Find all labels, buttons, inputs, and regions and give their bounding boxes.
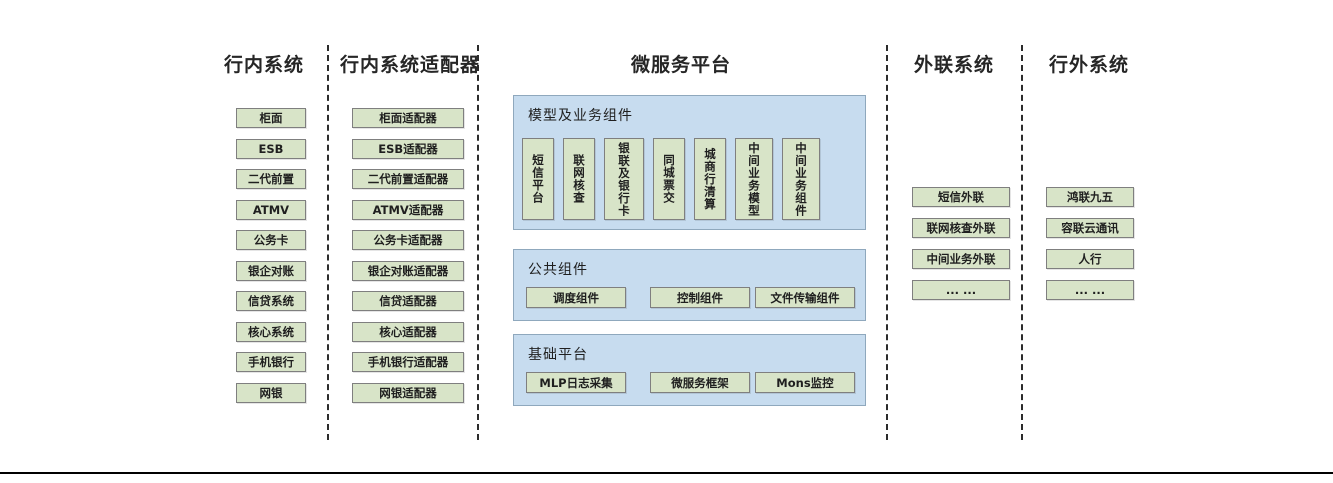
panel-title-model-business-components: 模型及业务组件	[528, 108, 633, 124]
node-in-bank-systems-2[interactable]: 二代前置	[236, 169, 306, 189]
node-in-bank-systems-9[interactable]: 网银	[236, 383, 306, 403]
node-external-liaison-systems-1[interactable]: 联网核查外联	[912, 218, 1010, 238]
panel-base-platform: 基础平台	[513, 334, 866, 406]
node-in-bank-systems-8[interactable]: 手机银行	[236, 352, 306, 372]
node-public-components-2[interactable]: 文件传输组件	[755, 287, 855, 308]
node-in-bank-systems-0[interactable]: 柜面	[236, 108, 306, 128]
column-divider-2	[477, 45, 479, 440]
column-title-off-bank-systems: 行外系统	[1048, 54, 1129, 76]
node-model-business-components-0[interactable]: 短信平台	[522, 138, 554, 220]
node-in-bank-systems-3[interactable]: ATMV	[236, 200, 306, 220]
node-off-bank-systems-0[interactable]: 鸿联九五	[1046, 187, 1134, 207]
node-external-liaison-systems-3[interactable]: ... ...	[912, 280, 1010, 300]
node-in-bank-adapters-5[interactable]: 银企对账适配器	[352, 261, 464, 281]
column-divider-1	[327, 45, 329, 440]
panel-title-base-platform: 基础平台	[528, 347, 588, 363]
node-in-bank-systems-1[interactable]: ESB	[236, 139, 306, 159]
panel-public-components: 公共组件	[513, 249, 866, 321]
node-public-components-1[interactable]: 控制组件	[650, 287, 750, 308]
node-in-bank-adapters-0[interactable]: 柜面适配器	[352, 108, 464, 128]
node-in-bank-adapters-4[interactable]: 公务卡适配器	[352, 230, 464, 250]
node-off-bank-systems-2[interactable]: 人行	[1046, 249, 1134, 269]
node-in-bank-systems-4[interactable]: 公务卡	[236, 230, 306, 250]
panel-title-public-components: 公共组件	[528, 262, 588, 278]
node-off-bank-systems-1[interactable]: 容联云通讯	[1046, 218, 1134, 238]
node-in-bank-systems-6[interactable]: 信贷系统	[236, 291, 306, 311]
node-base-platform-0[interactable]: MLP日志采集	[526, 372, 626, 393]
node-in-bank-adapters-1[interactable]: ESB适配器	[352, 139, 464, 159]
column-title-in-bank-adapters: 行内系统适配器	[340, 54, 481, 76]
node-external-liaison-systems-2[interactable]: 中间业务外联	[912, 249, 1010, 269]
node-model-business-components-2[interactable]: 银联及银行卡	[604, 138, 644, 220]
column-title-in-bank-systems: 行内系统	[223, 54, 304, 76]
column-title-microservice-platform: 微服务平台	[630, 54, 731, 76]
column-title-external-liaison-systems: 外联系统	[913, 54, 994, 76]
node-in-bank-adapters-3[interactable]: ATMV适配器	[352, 200, 464, 220]
node-external-liaison-systems-0[interactable]: 短信外联	[912, 187, 1010, 207]
node-model-business-components-3[interactable]: 同城票交	[653, 138, 685, 220]
bottom-rule	[0, 472, 1333, 474]
node-model-business-components-5[interactable]: 中间业务模型	[735, 138, 773, 220]
node-in-bank-adapters-9[interactable]: 网银适配器	[352, 383, 464, 403]
node-in-bank-adapters-2[interactable]: 二代前置适配器	[352, 169, 464, 189]
node-base-platform-2[interactable]: Mons监控	[755, 372, 855, 393]
column-divider-4	[1021, 45, 1023, 440]
node-base-platform-1[interactable]: 微服务框架	[650, 372, 750, 393]
node-model-business-components-1[interactable]: 联网核查	[563, 138, 595, 220]
node-in-bank-systems-5[interactable]: 银企对账	[236, 261, 306, 281]
node-in-bank-systems-7[interactable]: 核心系统	[236, 322, 306, 342]
node-in-bank-adapters-7[interactable]: 核心适配器	[352, 322, 464, 342]
node-public-components-0[interactable]: 调度组件	[526, 287, 626, 308]
node-in-bank-adapters-6[interactable]: 信贷适配器	[352, 291, 464, 311]
column-divider-3	[886, 45, 888, 440]
node-off-bank-systems-3[interactable]: ... ...	[1046, 280, 1134, 300]
node-model-business-components-4[interactable]: 城商行清算	[694, 138, 726, 220]
node-model-business-components-6[interactable]: 中间业务组件	[782, 138, 820, 220]
node-in-bank-adapters-8[interactable]: 手机银行适配器	[352, 352, 464, 372]
